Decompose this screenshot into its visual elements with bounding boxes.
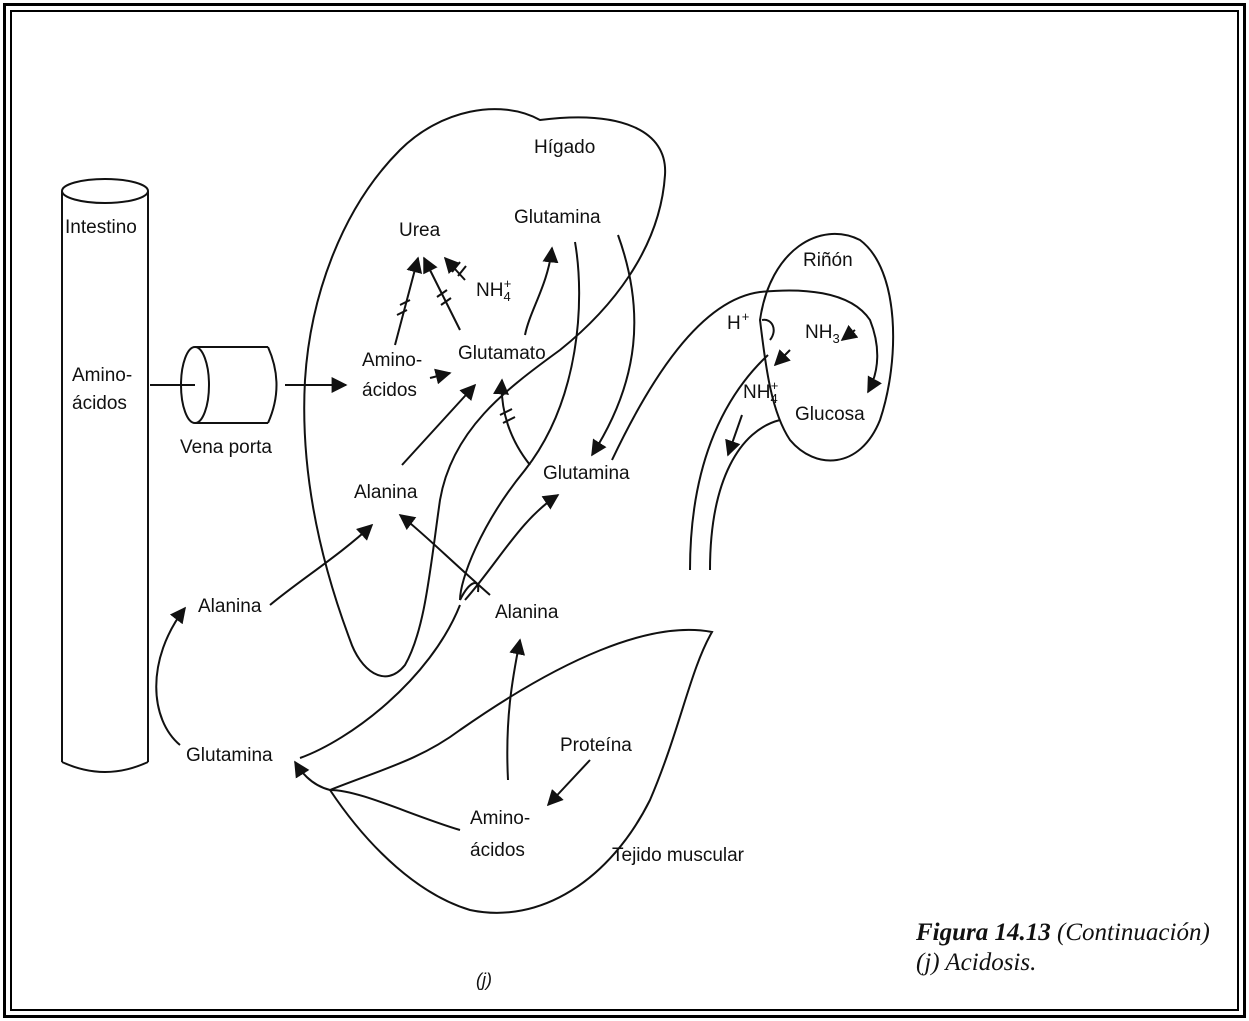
panel-letter: (j) <box>476 970 492 991</box>
vena-porta-cylinder <box>150 347 346 423</box>
muscle-amino-label-2: ácidos <box>470 840 525 862</box>
caption-figure-number: Figura 14.13 <box>916 919 1051 946</box>
glutamine-top-label: Glutamina <box>514 207 601 229</box>
caption-line-2: (j) Acidosis. <box>916 948 1210 978</box>
intestine-amino-label-2: ácidos <box>72 393 127 415</box>
glucose-label: Glucosa <box>795 404 865 426</box>
glutamine-mid-label: Glutamina <box>543 463 630 485</box>
muscle-arrows <box>156 495 590 830</box>
nh4-liver-label: NH4+ <box>476 280 511 303</box>
alanine-liver-label: Alanina <box>354 482 417 504</box>
h-plus-label: H+ <box>727 313 749 336</box>
kidney-label: Riñón <box>803 250 853 272</box>
figure-caption: Figura 14.13 (Continuación) (j) Acidosis… <box>916 918 1210 978</box>
liver-label: Hígado <box>534 137 595 159</box>
intestine-cylinder <box>62 179 148 772</box>
glutamine-bottom-label: Glutamina <box>186 745 273 767</box>
nh3-label: NH3 <box>805 322 840 345</box>
muscle-tissue-label: Tejido muscular <box>612 845 744 867</box>
liver-amino-label-1: Amino- <box>362 350 422 372</box>
vena-porta-label: Vena porta <box>180 437 272 459</box>
muscle-amino-label-1: Amino- <box>470 808 530 830</box>
intestine-amino-label-1: Amino- <box>72 365 132 387</box>
intestine-label: Intestino <box>65 217 137 239</box>
muscle-outline <box>330 630 712 913</box>
protein-label: Proteína <box>560 735 632 757</box>
nh4-kidney-label: NH4+ <box>743 382 778 405</box>
glutamate-label: Glutamato <box>458 343 546 365</box>
alanine-left-label: Alanina <box>198 596 261 618</box>
caption-continuation: (Continuación) <box>1051 919 1210 946</box>
liver-arrows <box>270 235 634 605</box>
urea-label: Urea <box>399 220 440 242</box>
liver-amino-label-2: ácidos <box>362 380 417 402</box>
alanine-right-label: Alanina <box>495 602 558 624</box>
